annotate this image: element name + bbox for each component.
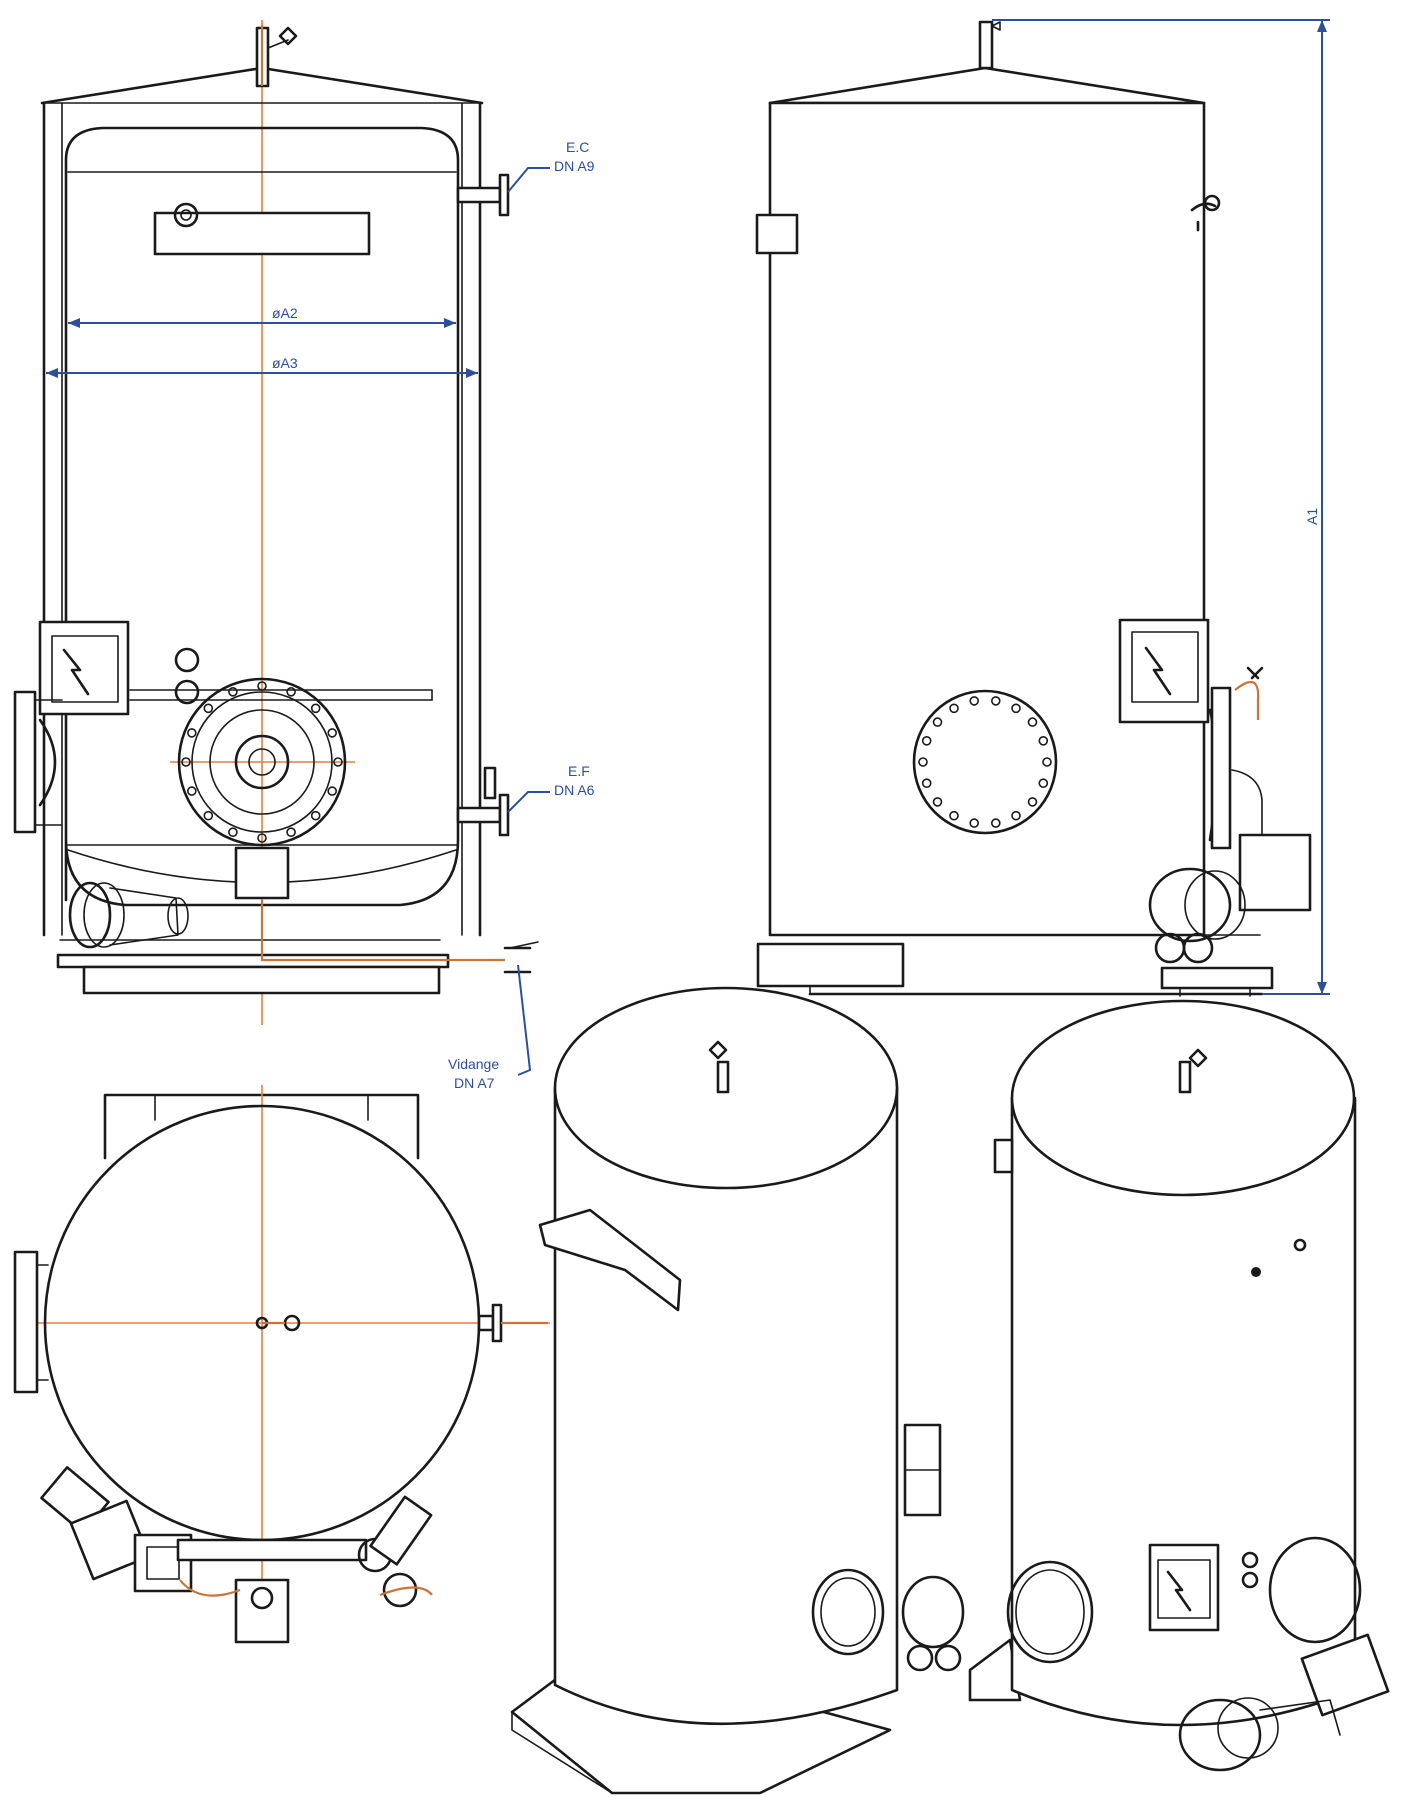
side-roof <box>768 66 1206 105</box>
left-heater-flange <box>13 690 63 834</box>
flange-bolt <box>228 827 238 838</box>
cold-water-leader <box>507 791 550 813</box>
cold-water-dn-label: DN A6 <box>554 782 595 798</box>
hot-water-outlet-nozzle <box>456 173 510 217</box>
inner-diameter-dimension: øA2 <box>68 305 456 328</box>
inner-diameter-label: øA2 <box>272 305 298 321</box>
iso-right-top <box>1010 999 1356 1197</box>
thermometer-icon <box>174 647 200 673</box>
hot-water-dn-label: DN A9 <box>554 158 595 174</box>
iso-view-left <box>510 986 965 1795</box>
side-control-box <box>1118 618 1210 724</box>
iso-left-vent <box>708 1040 730 1094</box>
outer-diameter-label: øA3 <box>272 355 298 371</box>
flange-bolt <box>1027 717 1038 727</box>
side-manhole-flange <box>912 689 1058 835</box>
drain-pipe <box>260 900 505 962</box>
top-view-equipment-cluster <box>40 1466 433 1644</box>
side-sensor-icon <box>1190 202 1217 232</box>
iso-left-nozzle <box>538 1208 682 1312</box>
cold-water-label: E.F <box>568 763 590 779</box>
height-dimension: A1 <box>992 19 1330 995</box>
flange-bolt <box>333 757 343 767</box>
flange-bolt <box>918 757 928 767</box>
flange-bolt <box>932 797 943 807</box>
top-view-right-nozzle <box>477 1303 548 1343</box>
flange-bolt <box>949 703 959 714</box>
flange-bolt <box>921 778 932 789</box>
flange-bolt <box>187 786 197 796</box>
iso-right-heater <box>1268 1536 1362 1644</box>
flange-bolt <box>1038 735 1049 746</box>
drain-dn-label: DN A7 <box>454 1075 495 1091</box>
flange-bolt <box>990 818 1001 828</box>
drain-leader <box>517 964 532 1076</box>
flange-bolt <box>310 810 321 821</box>
iso-left-cylinder <box>553 1086 899 1726</box>
side-view: A1 <box>755 19 1330 997</box>
iso-right-valve <box>1300 1633 1390 1717</box>
pump-front <box>68 881 112 949</box>
front-manhole-flange <box>177 677 347 847</box>
front-vessel-body <box>64 126 460 907</box>
flange-bolt <box>1038 778 1049 789</box>
flange-bolt <box>990 696 1001 706</box>
side-base-frame <box>756 942 905 988</box>
height-label: A1 <box>1304 508 1320 525</box>
side-valve-box <box>1238 833 1312 912</box>
side-pump <box>1148 867 1232 943</box>
flange-bolt <box>1027 797 1038 807</box>
flange-bolt <box>228 686 238 697</box>
flange-bolt <box>203 703 214 714</box>
upper-sensor-icon <box>173 202 199 228</box>
iso-right-base <box>968 1638 1022 1702</box>
iso-right-vent <box>1178 1048 1208 1094</box>
side-vessel-body <box>768 101 1206 937</box>
iso-view-right <box>968 999 1390 1772</box>
flange-bolt <box>1042 757 1052 767</box>
drain-label: Vidange <box>448 1056 499 1072</box>
top-vent-fitting <box>255 1314 301 1332</box>
iso-right-side-box <box>993 1138 1014 1174</box>
flange-bolt <box>187 728 197 738</box>
flange-bolt <box>932 717 943 727</box>
side-heater-flange <box>1208 666 1264 850</box>
iso-right-manhole <box>1006 1560 1094 1664</box>
top-view-left-heater <box>13 1250 49 1394</box>
side-top-vent <box>978 20 994 70</box>
flange-bolt <box>949 810 959 821</box>
flange-bolt <box>181 757 191 767</box>
flange-bolt <box>921 735 932 746</box>
flange-bolt <box>310 703 321 714</box>
flange-bolt <box>327 728 338 738</box>
flange-bolt <box>1011 703 1021 714</box>
drain-valve-body <box>234 846 290 900</box>
hot-water-leader <box>507 167 550 193</box>
iso-left-manhole <box>811 1568 885 1656</box>
iso-left-pump <box>901 1575 965 1649</box>
iso-right-control-box <box>1148 1543 1220 1632</box>
flange-bolt <box>203 810 214 821</box>
top-view <box>13 1085 550 1644</box>
nameplate <box>153 211 371 256</box>
flange-bolt <box>257 681 267 691</box>
flange-bolt <box>286 827 296 838</box>
outer-diameter-dimension: øA3 <box>46 355 478 378</box>
front-view: øA2 øA3 E.C DN A9 E.F DN A6 Vidange DN A… <box>13 20 595 1091</box>
flange-bolt <box>286 686 296 697</box>
side-box-left <box>755 213 799 255</box>
hot-water-label: E.C <box>566 139 589 155</box>
flange-bolt <box>1011 810 1021 821</box>
flange-bolt <box>969 696 980 706</box>
flange-bolt <box>257 833 267 843</box>
iso-right-pump <box>1178 1698 1262 1772</box>
flange-bolt <box>327 786 338 796</box>
cold-water-inlet-nozzle <box>456 766 510 837</box>
left-control-box <box>38 620 130 716</box>
flange-bolt <box>969 818 980 828</box>
